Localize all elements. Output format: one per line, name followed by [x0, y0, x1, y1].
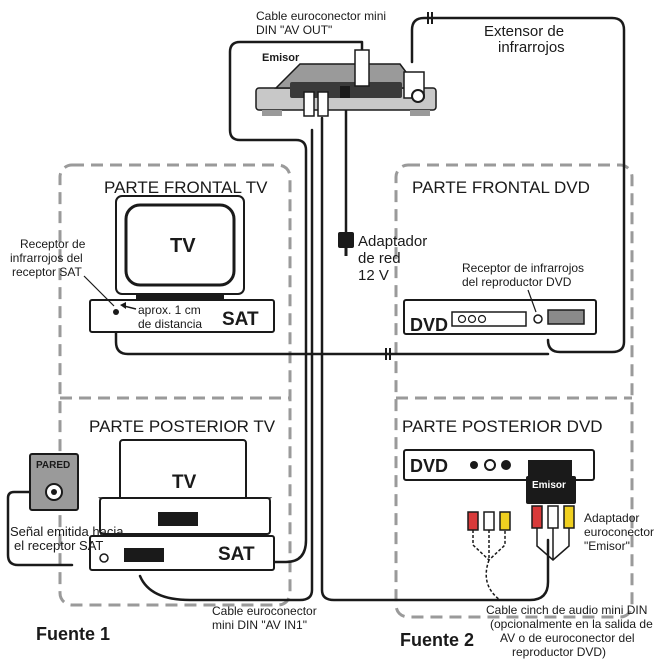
panel-frames: [58, 163, 634, 619]
emisor-unit: [255, 49, 437, 117]
ir-sat-cable: [114, 308, 550, 356]
back-dvd-label: DVD: [410, 456, 448, 476]
cables: [6, 16, 626, 602]
front-dvd-title: PARTE FRONTAL DVD: [412, 178, 590, 197]
senal-label-2: el receptor SAT: [14, 538, 103, 553]
cable-av-out-label-1: Cable euroconector mini: [256, 9, 386, 23]
cable-av-in-label-2: mini DIN "AV IN1": [212, 618, 307, 632]
front-tv: [115, 195, 245, 300]
front-dvd: [403, 299, 597, 335]
receptor-sat-pointer: [83, 275, 115, 307]
adaptador-label-3: 12 V: [358, 267, 389, 284]
cinch-cable: [320, 116, 550, 602]
receptor-dvd-label-2: del reproductor DVD: [462, 275, 572, 289]
cable-break-marks: [385, 12, 433, 360]
extensor-label-1: Extensor de: [484, 23, 564, 40]
front-tv-label: TV: [170, 235, 196, 257]
receptor-dvd-label-1: Receptor de infrarrojos: [462, 261, 584, 275]
aprox-arrowhead: [120, 302, 126, 309]
senal-label-1: Señal emitida hacia: [10, 524, 124, 539]
adaptador-emisor-label-2: euroconector: [584, 525, 654, 539]
av-out-cable: [228, 40, 364, 564]
aprox-label-2: de distancia: [138, 317, 202, 331]
back-sat-label: SAT: [218, 544, 255, 565]
receptor-dvd-pointer: [527, 289, 537, 313]
cable-cinch-label-1: Cable cinch de audio mini DIN: [486, 603, 647, 617]
ir-extender-cable: [410, 16, 626, 354]
back-tv-title: PARTE POSTERIOR TV: [89, 417, 276, 436]
cable-av-in-label-1: Cable euroconector: [212, 604, 317, 618]
front-sat: [89, 299, 275, 333]
aprox-label-1: aprox. 1 cm: [138, 303, 201, 317]
back-dvd-title: PARTE POSTERIOR DVD: [402, 417, 603, 436]
receptor-sat-label-2: infrarrojos del: [10, 251, 83, 265]
adaptador-emisor-label-3: "Emisor": [584, 539, 630, 553]
fuente1-label: Fuente 1: [36, 624, 110, 644]
rca-plugs: [467, 505, 575, 601]
back-sat: [89, 535, 275, 571]
adaptador-label-1: Adaptador: [358, 233, 427, 250]
adaptador-emisor-label-1: Adaptador: [584, 511, 639, 525]
pared-label: PARED: [36, 460, 70, 471]
emisor-adapter-label: Emisor: [532, 480, 566, 491]
cable-cinch-label-3: AV o de euroconector del: [500, 631, 635, 645]
tv-panel-frame: [58, 163, 292, 607]
emisor-top-label: Emisor: [262, 52, 300, 64]
front-tv-title: PARTE FRONTAL TV: [104, 178, 268, 197]
back-dvd: [403, 449, 595, 481]
front-dvd-label: DVD: [410, 315, 448, 335]
receptor-sat-label-1: Receptor de: [20, 237, 86, 251]
adaptador-label-2: de red: [358, 250, 401, 267]
back-tv: [98, 439, 273, 535]
back-tv-label: TV: [172, 472, 197, 493]
fuente2-label: Fuente 2: [400, 630, 474, 650]
extensor-label-2: infrarrojos: [498, 39, 565, 56]
cable-av-out-label-2: DIN "AV OUT": [256, 23, 332, 37]
wall-plate: [29, 453, 79, 511]
front-sat-label: SAT: [222, 309, 259, 330]
emisor-adapter: [526, 476, 576, 504]
power-adapter: [338, 232, 354, 256]
antenna-cable: [6, 490, 74, 567]
av-in1-cable: [138, 128, 314, 602]
cable-cinch-label-4: reproductor DVD): [512, 645, 606, 659]
cable-cinch-label-2: (opcionalmente en la salida de: [490, 617, 653, 631]
dvd-panel-frame: [394, 163, 634, 619]
receptor-sat-label-3: receptor SAT: [12, 265, 82, 279]
